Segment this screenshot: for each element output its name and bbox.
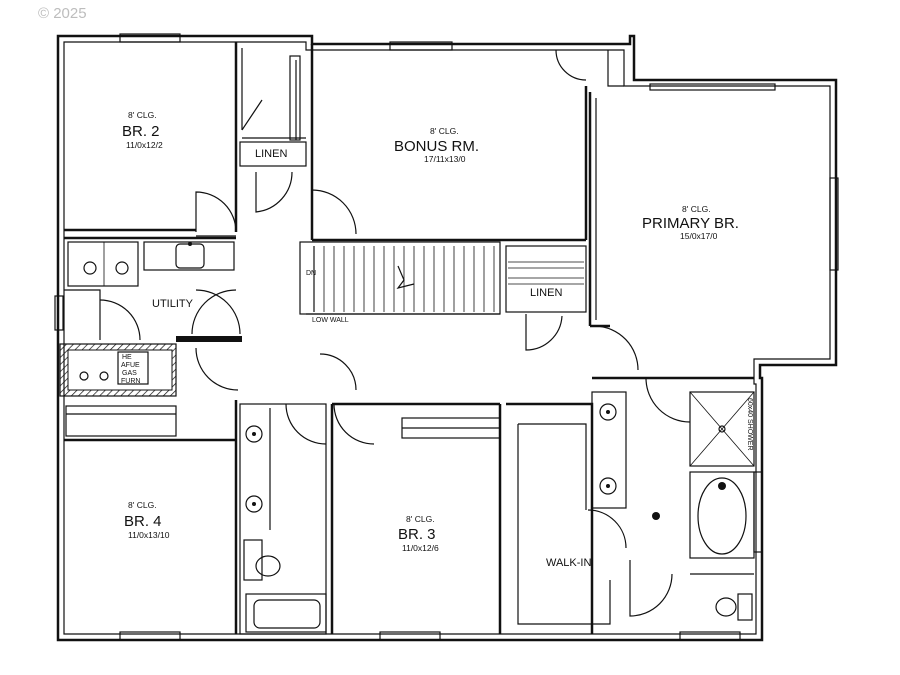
primary-bath: 60x40 SHOWER	[591, 391, 755, 621]
staircase: DN LOW WALL	[299, 241, 501, 324]
primary-dims: 15/0x17/0	[680, 231, 718, 241]
room-primary: 8' CLG. PRIMARY BR. 15/0x17/0	[588, 92, 754, 423]
br3-ceiling: 8' CLG.	[406, 514, 435, 524]
room-bonus: 8' CLG. BONUS RM. 17/11x13/0	[310, 44, 624, 242]
furnace-label-2: AFUE	[121, 362, 140, 369]
br4-dims: 11/0x13/10	[128, 530, 170, 540]
room-utility: UTILITY	[64, 236, 242, 342]
room-br2: 8' CLG. BR. 2 11/0x12/2	[64, 42, 306, 237]
br3-dims: 11/0x12/6	[402, 543, 439, 553]
linen-closet-1: LINEN	[239, 141, 307, 213]
low-wall-label: LOW WALL	[312, 317, 349, 324]
hall-bath	[239, 403, 375, 635]
linen-2-label: LINEN	[530, 287, 562, 299]
exterior-walls	[54, 33, 839, 642]
linen-1-label: LINEN	[255, 148, 287, 160]
br3-name: BR. 3	[398, 526, 436, 543]
br4-ceiling: 8' CLG.	[128, 500, 157, 510]
bonus-dims: 17/11x13/0	[424, 154, 466, 164]
utility-label: UTILITY	[152, 298, 194, 310]
br2-name: BR. 2	[122, 123, 160, 140]
walk-in-label: WALK-IN	[546, 557, 591, 569]
mechanical-area: HE AFUE GAS FURN	[59, 343, 239, 437]
furnace-label-1: HE	[122, 354, 132, 361]
linen-closet-2: LINEN	[505, 245, 587, 351]
br2-ceiling: 8' CLG.	[128, 110, 157, 120]
furnace-label-3: GAS	[122, 370, 137, 377]
br4-name: BR. 4	[124, 513, 162, 530]
room-br3: 8' CLG. BR. 3 11/0x12/6	[330, 402, 502, 634]
br2-dims: 11/0x12/2	[126, 140, 163, 150]
stair-dn-label: DN	[306, 270, 316, 277]
bonus-name: BONUS RM.	[394, 138, 479, 155]
room-br4: 8' CLG. BR. 4 11/0x13/10	[64, 400, 238, 634]
shower-label: 60x40 SHOWER	[746, 398, 753, 451]
primary-name: PRIMARY BR.	[642, 215, 739, 232]
furnace-label-4: FURN	[121, 378, 140, 385]
copyright-text: © 2025	[38, 5, 87, 22]
bonus-ceiling: 8' CLG.	[430, 126, 459, 136]
primary-ceiling: 8' CLG.	[682, 204, 711, 214]
hall-doors	[195, 289, 357, 391]
room-walk-in: WALK-IN	[506, 402, 627, 634]
